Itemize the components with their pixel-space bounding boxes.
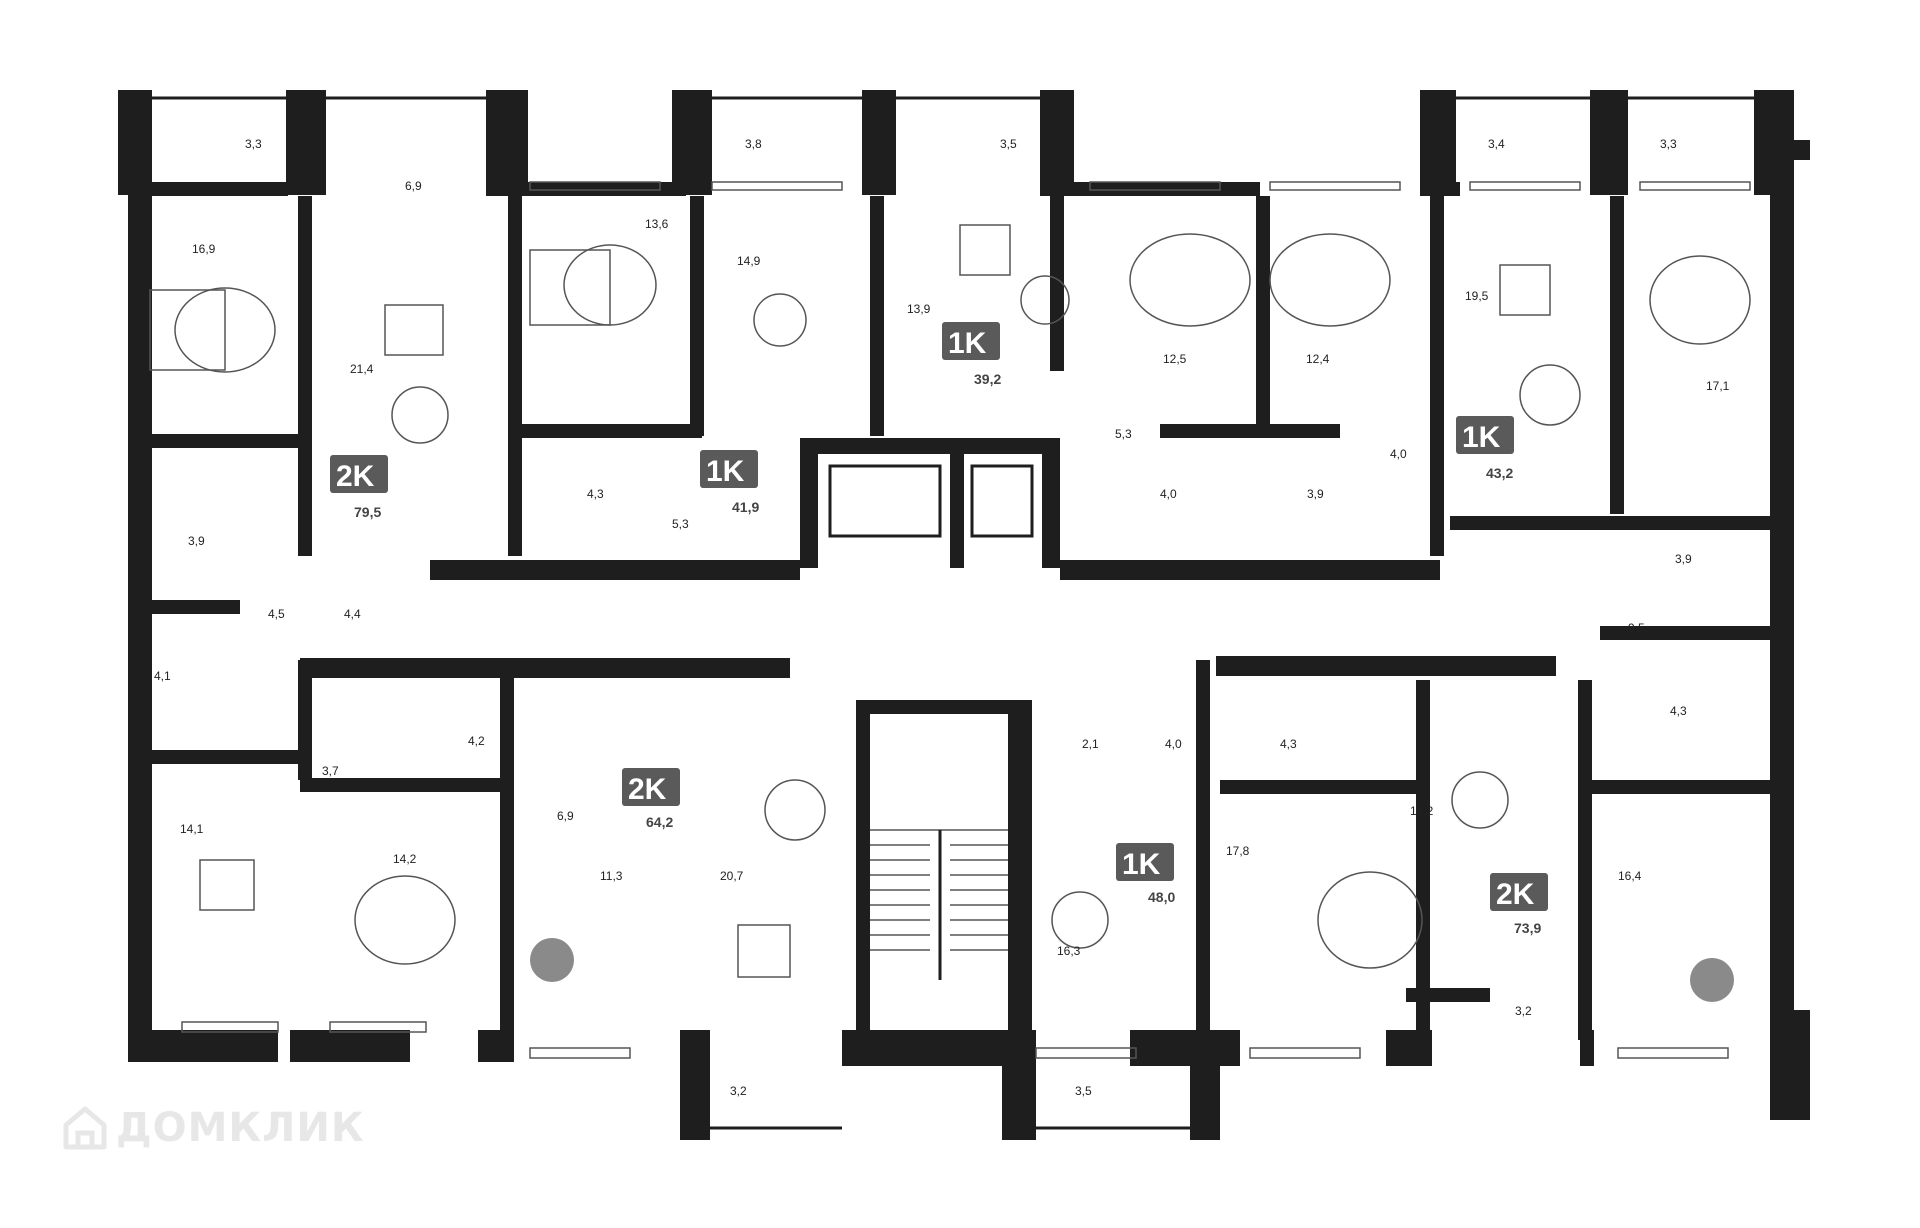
room-area: 6,9 (405, 179, 422, 193)
apartment-badge-1k-41: 1K 41,9 (700, 450, 759, 515)
room-area: 5,3 (672, 517, 689, 531)
apartment-type: 1K (948, 327, 987, 360)
room-area: 14,2 (393, 852, 417, 866)
room-area: 4,0 (1390, 447, 1407, 461)
house-icon (63, 1106, 107, 1150)
room-area: 19,5 (1465, 289, 1489, 303)
apartment-total-area: 79,5 (354, 504, 381, 520)
room-area: 3,9 (188, 534, 205, 548)
furniture (149, 224, 1751, 1002)
room-area: 14,9 (737, 254, 761, 268)
room-area: 3,2 (730, 1084, 747, 1098)
room-area: 16,4 (1618, 869, 1642, 883)
room-area: 2,1 (1082, 737, 1099, 751)
staircase (870, 829, 1008, 980)
apartment-badge-2k-79: 2K 79,5 (330, 455, 388, 520)
room-area: 16,2 (1410, 804, 1434, 818)
apartment-total-area: 73,9 (1514, 920, 1541, 936)
room-area: 3,7 (322, 764, 339, 778)
room-area: 3,3 (1660, 137, 1677, 151)
room-area: 4,5 (268, 607, 285, 621)
room-area: 20,7 (720, 869, 744, 883)
apartment-badge-1k-48: 1K 48,0 (1116, 843, 1175, 905)
room-area: 5,3 (1115, 427, 1132, 441)
apartment-badge-1k-43: 1K 43,2 (1456, 416, 1514, 481)
room-area: 9,5 (1628, 621, 1645, 635)
room-area: 21,4 (350, 362, 374, 376)
room-area: 13,6 (645, 217, 669, 231)
apartment-type: 2K (1496, 878, 1535, 911)
room-area: 14,1 (180, 822, 204, 836)
room-area: 4,4 (344, 607, 361, 621)
room-area: 4,2 (468, 734, 485, 748)
apartment-type: 1K (1122, 848, 1161, 881)
room-area: 3,8 (745, 137, 762, 151)
apartment-type: 2K (336, 460, 375, 493)
watermark: ДОМКЛИК (62, 1105, 365, 1151)
apartment-type: 2K (628, 773, 667, 806)
room-area-labels: 3,3 6,9 3,8 3,5 3,4 3,3 16,9 21,4 13,6 1… (154, 137, 1730, 1098)
room-area: 12,5 (1163, 352, 1187, 366)
walls (118, 90, 1810, 1140)
room-area: 4,3 (587, 487, 604, 501)
room-area: 3,9 (1307, 487, 1324, 501)
apartment-badge-2k-73: 2K 73,9 (1490, 873, 1548, 936)
apartment-badge-2k-64: 2K 64,2 (622, 768, 680, 830)
apartment-type: 1K (706, 455, 745, 488)
room-area: 3,9 (1675, 552, 1692, 566)
apartment-total-area: 64,2 (646, 814, 673, 830)
room-area: 3,2 (1515, 1004, 1532, 1018)
apartment-type: 1K (1462, 421, 1501, 454)
room-area: 11,3 (600, 869, 623, 883)
room-area: 4,3 (1280, 737, 1297, 751)
room-area: 12,4 (1306, 352, 1330, 366)
room-area: 3,5 (1000, 137, 1017, 151)
room-area: 3,3 (245, 137, 262, 151)
room-area: 3,5 (1075, 1084, 1092, 1098)
room-area: 13,9 (907, 302, 931, 316)
room-area: 4,3 (1670, 704, 1687, 718)
watermark-text: ДОМКЛИК (116, 1105, 365, 1151)
apartment-total-area: 39,2 (974, 371, 1001, 387)
apartment-total-area: 43,2 (1486, 465, 1513, 481)
room-area: 16,3 (1057, 944, 1081, 958)
room-area: 17,1 (1706, 379, 1730, 393)
windows (181, 181, 1751, 1059)
apartment-total-area: 41,9 (732, 499, 759, 515)
room-area: 6,9 (557, 809, 574, 823)
room-area: 3,4 (1488, 137, 1505, 151)
room-area: 4,0 (1160, 487, 1177, 501)
room-area: 4,0 (1165, 737, 1182, 751)
room-area: 4,1 (154, 669, 171, 683)
room-area: 17,8 (1226, 844, 1250, 858)
room-area: 16,9 (192, 242, 216, 256)
apartment-badge-1k-39: 1K 39,2 (942, 322, 1001, 387)
apartment-total-area: 48,0 (1148, 889, 1175, 905)
